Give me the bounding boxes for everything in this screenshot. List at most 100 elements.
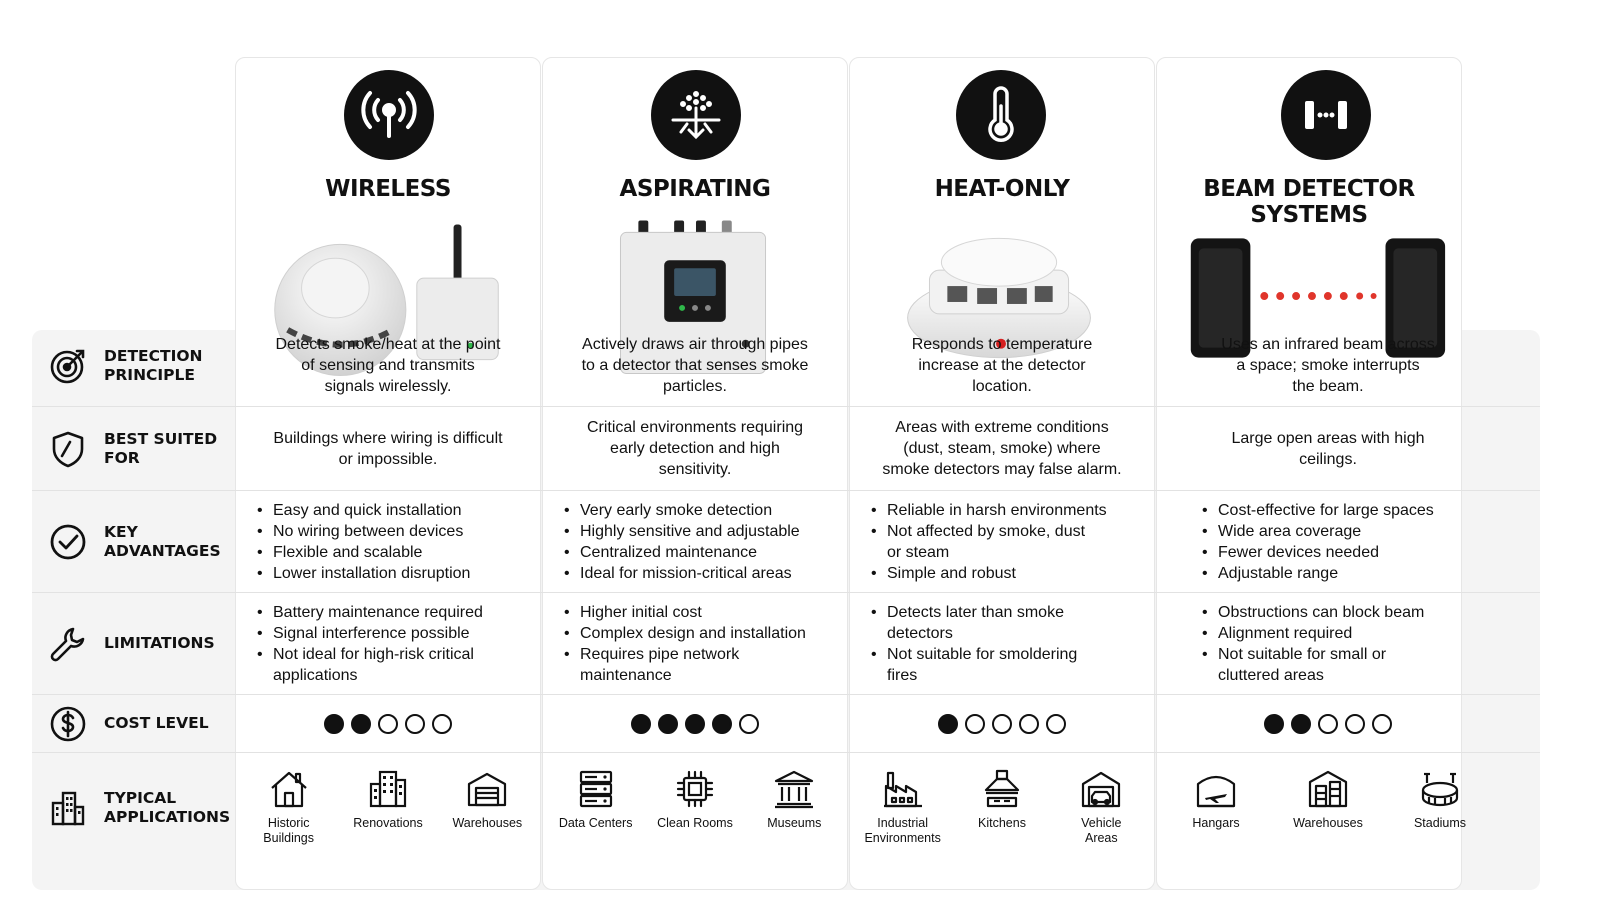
list-item: Reliable in harsh environments <box>871 500 1107 521</box>
cost-dot-empty <box>1345 713 1365 734</box>
cell-cost-heat-only <box>849 695 1155 752</box>
museum-icon <box>775 770 814 809</box>
application-stadiums: Stadiums <box>1392 768 1488 831</box>
list-item: Obstructions can block beam <box>1202 602 1424 623</box>
column-title: WIRELESS <box>325 176 451 202</box>
list-item: No wiring between devices <box>257 521 470 542</box>
cost-dot-empty <box>1372 713 1392 734</box>
list-item: Centralized maintenance <box>564 542 800 563</box>
cell-limitations-beam: Obstructions can block beam Alignment re… <box>1156 593 1500 694</box>
row-divider <box>32 406 1540 407</box>
list-item: Very early smoke detection <box>564 500 800 521</box>
row-label-detection-principle: DETECTION PRINCIPLE <box>32 325 240 406</box>
range-hood-icon <box>984 769 1020 808</box>
cost-rating <box>938 713 1066 734</box>
row-label-typical-applications: TYPICAL APPLICATIONS <box>32 753 240 863</box>
warehouse-icon <box>468 772 507 807</box>
cost-dot-empty <box>405 713 425 734</box>
row-divider <box>32 490 1540 491</box>
cell-best-for-beam: Large open areas with high ceilings. <box>1231 429 1425 468</box>
list-item: Not affected by smoke, dust or steam <box>871 521 1107 563</box>
cell-applications-heat-only: Industrial Environments Kitchens Vehicle… <box>849 768 1155 858</box>
application-data-centers: Data Centers <box>548 768 644 831</box>
cost-dot-filled <box>712 713 732 734</box>
aspirating-airflow-icon <box>651 70 741 160</box>
cost-dot-empty <box>1019 713 1039 734</box>
cost-dot-filled <box>685 713 705 734</box>
cell-applications-beam: Hangars Warehouses Stadiums <box>1156 768 1500 858</box>
cost-dot-empty <box>1318 713 1338 734</box>
list-item: Not suitable for small or cluttered area… <box>1202 644 1424 686</box>
warehouse-shelves-icon <box>1308 770 1348 808</box>
wireless-signal-icon <box>344 70 434 160</box>
cell-best-for-heat-only: Areas with extreme conditions (dust, ste… <box>882 419 1122 478</box>
row-label-limitations: LIMITATIONS <box>32 593 240 694</box>
cell-cost-wireless <box>235 695 541 752</box>
list-item: Detects later than smoke detectors <box>871 602 1077 644</box>
cost-dot-empty <box>378 713 398 734</box>
garage-icon <box>1082 771 1121 808</box>
list-item: Alignment required <box>1202 623 1424 644</box>
application-clean-rooms: Clean Rooms <box>647 768 743 831</box>
dollar-icon <box>48 704 88 744</box>
cost-dot-empty <box>432 713 452 734</box>
shield-icon <box>48 429 88 469</box>
beam-icon <box>1281 70 1371 160</box>
cell-advantages-aspirating: Very early smoke detection Highly sensit… <box>542 491 848 592</box>
cell-applications-aspirating: Data Centers Clean Rooms Museums <box>542 768 848 858</box>
list-item: Wide area coverage <box>1202 521 1434 542</box>
stadium-icon <box>1421 772 1459 807</box>
column-title: HEAT-ONLY <box>934 176 1070 202</box>
cost-dot-filled <box>631 713 651 734</box>
cost-dot-empty <box>1046 713 1066 734</box>
row-label-cost-level: COST LEVEL <box>32 695 240 752</box>
cell-detection-aspirating: Actively draws air through pipes to a de… <box>581 336 809 395</box>
thermometer-icon <box>956 70 1046 160</box>
cost-dot-empty <box>965 713 985 734</box>
row-divider <box>32 752 1540 753</box>
cell-detection-wireless: Detects smoke/heat at the point of sensi… <box>275 336 501 395</box>
row-divider <box>32 694 1540 695</box>
cost-dot-filled <box>1264 713 1284 734</box>
cost-rating <box>324 713 452 734</box>
column-title: ASPIRATING <box>619 176 771 202</box>
list-item: Cost-effective for large spaces <box>1202 500 1434 521</box>
row-label-key-advantages: KEY ADVANTAGES <box>32 491 240 592</box>
cell-limitations-aspirating: Higher initial cost Complex design and i… <box>542 593 848 694</box>
list-item: Fewer devices needed <box>1202 542 1434 563</box>
list-item: Lower installation disruption <box>257 563 470 584</box>
column-card-aspirating: ASPIRATING <box>542 57 848 890</box>
cell-best-for-aspirating: Critical environments requiring early de… <box>586 419 804 478</box>
column-title: BEAM DETECTOR SYSTEMS <box>1203 176 1415 228</box>
cell-cost-beam <box>1156 695 1500 752</box>
row-label-best-suited-for: BEST SUITED FOR <box>32 407 240 490</box>
cost-dot-filled <box>324 713 344 734</box>
city-icon <box>48 788 88 828</box>
application-hangars: Hangars <box>1168 768 1264 831</box>
cost-rating <box>631 713 759 734</box>
heat-detector-image <box>850 218 1154 378</box>
list-item: Complex design and installation <box>564 623 806 644</box>
application-renovations: Renovations <box>340 768 436 831</box>
target-icon <box>48 346 88 386</box>
application-historic-buildings: Historic Buildings <box>241 768 337 846</box>
application-warehouses: Warehouses <box>1280 768 1376 831</box>
application-vehicle-areas: Vehicle Areas <box>1053 768 1149 846</box>
cost-dot-empty <box>992 713 1012 734</box>
list-item: Adjustable range <box>1202 563 1434 584</box>
cell-limitations-wireless: Battery maintenance required Signal inte… <box>235 593 541 694</box>
list-item: Not ideal for high-risk critical applica… <box>257 644 483 686</box>
house-icon <box>270 771 307 808</box>
cell-detection-beam: Uses an infrared beam across a space; sm… <box>1221 336 1435 395</box>
cell-limitations-heat-only: Detects later than smoke detectors Not s… <box>849 593 1155 694</box>
list-item: Signal interference possible <box>257 623 483 644</box>
wireless-detector-image <box>236 218 540 378</box>
aspirating-detector-image <box>543 218 847 378</box>
cell-best-for-wireless: Buildings where wiring is difficult or i… <box>273 429 503 468</box>
cell-advantages-heat-only: Reliable in harsh environments Not affec… <box>849 491 1155 592</box>
server-icon <box>579 770 612 808</box>
cost-dot-filled <box>658 713 678 734</box>
application-kitchens: Kitchens <box>954 768 1050 831</box>
application-museums: Museums <box>746 768 842 831</box>
cell-cost-aspirating <box>542 695 848 752</box>
